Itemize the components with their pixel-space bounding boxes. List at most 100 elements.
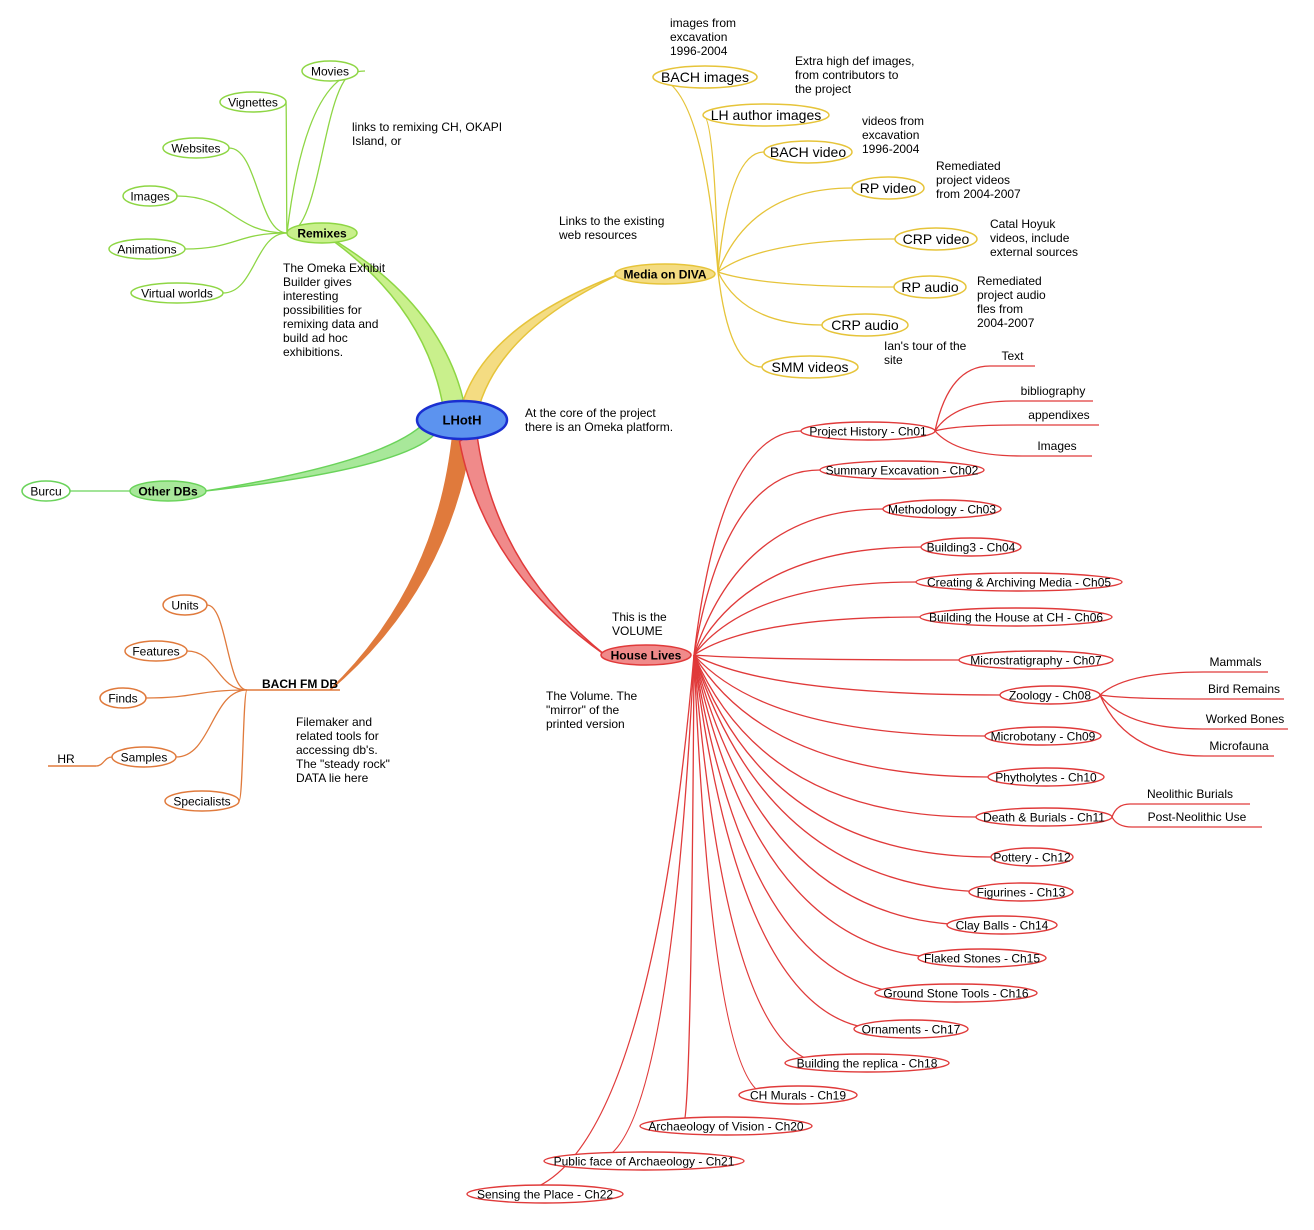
fm-node-samples[interactable]: Samples <box>111 746 177 768</box>
remixes-node[interactable]: Remixes <box>286 222 358 244</box>
house-node-ch13[interactable]: Figurines - Ch13 <box>968 882 1074 902</box>
house-node-ch06-shape <box>919 607 1113 627</box>
house-node-ch14-shape <box>946 915 1058 935</box>
house-sub-mammals[interactable]: Mammals <box>1203 655 1268 673</box>
house-node-ch21[interactable]: Public face of Archaeology - Ch21 <box>543 1151 745 1171</box>
house-node-ch11[interactable]: Death & Burials - Ch11 <box>975 807 1113 827</box>
house-node-ch04[interactable]: Building3 - Ch04 <box>920 537 1022 557</box>
media-node-label: Media on DIVA <box>623 267 706 281</box>
house-sub-bird-remains[interactable]: Bird Remains <box>1204 682 1284 700</box>
house-node-ch20-label: Archaeology of Vision - Ch20 <box>648 1119 804 1133</box>
center-node[interactable]: LHotH <box>415 399 509 441</box>
house-node-ch07-shape <box>958 650 1114 670</box>
house-node-ch20[interactable]: Archaeology of Vision - Ch20 <box>639 1116 813 1136</box>
house-node[interactable]: House Lives <box>600 644 692 666</box>
center-note-line: At the core of the project <box>525 406 656 420</box>
remix-node-images[interactable]: Images <box>122 185 178 207</box>
fm-node-finds[interactable]: Finds <box>99 687 147 709</box>
house-node-ch17[interactable]: Ornaments - Ch17 <box>853 1019 969 1039</box>
otherdbs-node-burcu[interactable]: Burcu <box>21 480 71 502</box>
media-note-rp-video-line: Remediated <box>936 159 1001 173</box>
house-node-ch06[interactable]: Building the House at CH - Ch06 <box>919 607 1113 627</box>
media-node-rp-audio-shape <box>893 275 967 299</box>
remix-node-virtual-worlds[interactable]: Virtual worlds <box>130 282 224 304</box>
house-note-top-line: VOLUME <box>612 624 663 638</box>
bachfm-note-line: DATA lie here <box>296 771 369 785</box>
fm-node-specialists[interactable]: Specialists <box>164 790 240 812</box>
house-node-ch07-label: Microstratigraphy - Ch07 <box>970 653 1102 667</box>
house-node-ch10[interactable]: Phytholytes - Ch10 <box>987 767 1105 787</box>
remix-node-virtual-worlds-label: Virtual worlds <box>141 286 213 300</box>
remixes-note-bottom-line: Builder gives <box>283 275 352 289</box>
media-note-lh-author-images-line: Extra high def images, <box>795 54 914 68</box>
media-node-bach-video[interactable]: BACH video <box>763 140 853 164</box>
house-node-ch21-label: Public face of Archaeology - Ch21 <box>554 1154 735 1168</box>
branch-house <box>458 429 606 656</box>
house-sub-text[interactable]: Text <box>990 349 1035 367</box>
house-sub-appendixes[interactable]: appendixes <box>1019 408 1099 426</box>
house-connector-20 <box>593 654 695 1162</box>
remix-node-vignettes[interactable]: Vignettes <box>219 91 287 113</box>
house-node-ch08[interactable]: Zoology - Ch08 <box>999 685 1101 705</box>
house-sub-connector-images <box>934 430 1023 457</box>
bachfm-node-label[interactable]: BACH FM DB <box>262 677 338 691</box>
fm-node-units-label: Units <box>171 598 198 612</box>
house-node-ch22[interactable]: Sensing the Place - Ch22 <box>466 1184 624 1204</box>
fm-connector-finds <box>145 689 248 699</box>
media-node-crp-video[interactable]: CRP video <box>894 227 978 251</box>
house-node-ch18[interactable]: Building the replica - Ch18 <box>784 1053 950 1073</box>
fm-node-samples-label: Samples <box>121 750 168 764</box>
media-node-rp-video-label: RP video <box>860 180 917 196</box>
fm-node-hr-label[interactable]: HR <box>57 752 75 766</box>
remix-node-websites[interactable]: Websites <box>162 137 230 159</box>
house-node-ch21-shape <box>543 1151 745 1171</box>
bachfm-note-line: related tools for <box>296 729 379 743</box>
house-connector-0 <box>693 430 802 656</box>
fm-connector-samples <box>175 689 248 758</box>
house-node-ch16[interactable]: Ground Stone Tools - Ch16 <box>874 983 1038 1003</box>
media-connector-crp-video <box>717 238 896 273</box>
house-node-ch22-shape <box>466 1184 624 1204</box>
house-sub-post-neolithic-use[interactable]: Post-Neolithic Use <box>1132 810 1262 828</box>
house-node-ch11-shape <box>975 807 1113 827</box>
house-node-ch15[interactable]: Flaked Stones - Ch15 <box>917 948 1047 968</box>
remix-node-websites-label: Websites <box>171 141 220 155</box>
house-node-ch01[interactable]: Project History - Ch01 <box>800 421 936 441</box>
house-sub-neolithic-burials[interactable]: Neolithic Burials <box>1130 787 1250 805</box>
house-node-ch07[interactable]: Microstratigraphy - Ch07 <box>958 650 1114 670</box>
house-node-ch19[interactable]: CH Murals - Ch19 <box>738 1085 858 1105</box>
house-sub-images[interactable]: Images <box>1022 439 1092 457</box>
otherdbs-node[interactable]: Other DBs <box>129 480 207 502</box>
house-node-ch05[interactable]: Creating & Archiving Media - Ch05 <box>915 572 1123 592</box>
fm-node-units[interactable]: Units <box>162 594 208 616</box>
house-connector-10 <box>693 654 977 818</box>
media-node-rp-video[interactable]: RP video <box>851 176 925 200</box>
remix-node-animations[interactable]: Animations <box>108 238 186 260</box>
house-node-ch02[interactable]: Summary Excavation - Ch02 <box>819 460 985 480</box>
media-node-smm-videos[interactable]: SMM videos <box>761 355 859 379</box>
house-sub-microfauna[interactable]: Microfauna <box>1204 739 1274 757</box>
house-connector-16 <box>693 654 883 1030</box>
center-note-line: there is an Omeka platform. <box>525 420 673 434</box>
media-note-rp-video-line: from 2004-2007 <box>936 187 1021 201</box>
media-node[interactable]: Media on DIVA <box>614 263 716 285</box>
house-node-ch15-shape <box>917 948 1047 968</box>
media-node-smm-videos-label: SMM videos <box>771 359 848 375</box>
branch-bachfm <box>329 430 472 691</box>
house-node-ch12[interactable]: Pottery - Ch12 <box>990 847 1074 867</box>
media-node-lh-author-images[interactable]: LH author images <box>702 103 830 127</box>
house-sub-connector-neolithic-burials <box>1111 803 1131 818</box>
remix-node-movies[interactable]: Movies <box>301 60 359 82</box>
house-node-ch03[interactable]: Methodology - Ch03 <box>882 499 1002 519</box>
fm-node-features[interactable]: Features <box>124 640 188 662</box>
house-sub-bibliography[interactable]: bibliography <box>1013 384 1093 402</box>
house-node-ch14[interactable]: Clay Balls - Ch14 <box>946 915 1058 935</box>
house-sub-worked-bones[interactable]: Worked Bones <box>1202 712 1288 730</box>
house-node-ch09[interactable]: Microbotany - Ch09 <box>984 726 1102 746</box>
media-node-rp-audio[interactable]: RP audio <box>893 275 967 299</box>
media-node-crp-audio[interactable]: CRP audio <box>821 313 909 337</box>
media-node-bach-images[interactable]: BACH images <box>652 65 758 89</box>
